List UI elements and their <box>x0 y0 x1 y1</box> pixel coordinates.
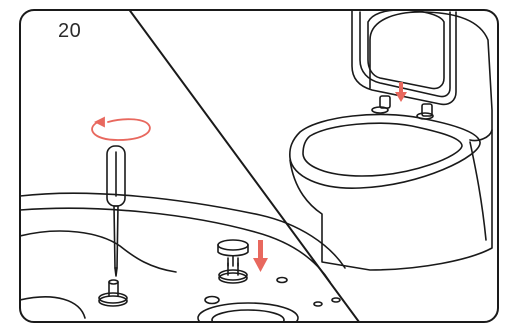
hinge-cap <box>218 240 248 250</box>
step-number: 20 <box>58 20 81 43</box>
ceramic-lower-curve <box>20 297 85 318</box>
ceramic-inner-curve <box>20 231 176 272</box>
down-arrow-icon-small <box>395 82 407 102</box>
bowl-rim <box>290 114 480 188</box>
toilet-overview-panel <box>290 10 492 270</box>
screwdriver-shaft <box>114 206 118 268</box>
rotate-clockwise-arrow-icon <box>92 118 150 140</box>
cistern <box>370 12 492 141</box>
down-arrow-icon <box>253 240 268 272</box>
bowl-body <box>290 130 492 270</box>
drain-opening <box>198 303 298 324</box>
